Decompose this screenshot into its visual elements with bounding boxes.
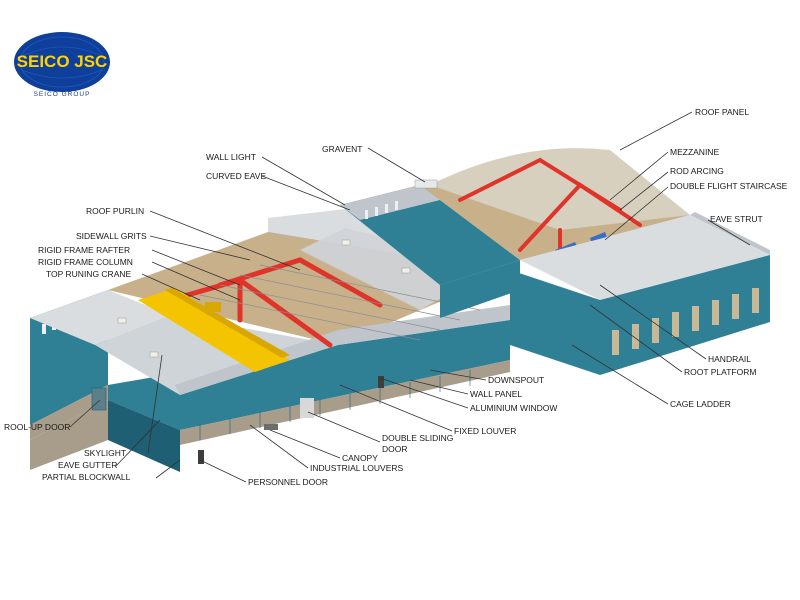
- label-roof-purlin: ROOF PURLIN: [86, 206, 144, 216]
- roof-panel-left: [30, 290, 170, 345]
- label-gravent: GRAVENT: [322, 144, 362, 154]
- label-rigid-frame-column: RIGID FRAME COLUMN: [38, 257, 133, 267]
- label-wall-light: WALL LIGHT: [206, 152, 256, 162]
- label-roof-panel: ROOF PANEL: [695, 107, 749, 117]
- side-wall: [108, 320, 510, 430]
- label-wall-panel: WALL PANEL: [470, 389, 522, 399]
- partial-blockwall: [30, 385, 108, 440]
- label-handrail: HANDRAIL: [708, 354, 751, 364]
- gravent: [414, 179, 438, 189]
- callout-labels: ROOF PANEL GRAVENT WALL LIGHT CURVED EAV…: [4, 107, 788, 487]
- building-illustration: [30, 148, 770, 472]
- double-sliding-door: [300, 398, 314, 418]
- logo-subtitle: SEICO GROUP: [34, 91, 91, 98]
- seico-logo: SEICO JSC SEICO GROUP: [14, 32, 110, 98]
- label-canopy: CANOPY: [342, 453, 378, 463]
- label-partial-blockwall: PARTIAL BLOCKWALL: [42, 472, 131, 482]
- label-root-platform: ROOT PLATFORM: [684, 367, 756, 377]
- label-eave-gutter: EAVE GUTTER: [58, 460, 117, 470]
- label-personnel-door: PERSONNEL DOOR: [248, 477, 328, 487]
- label-double-sliding-door-line2: DOOR: [382, 444, 408, 454]
- logo-text: SEICO JSC: [17, 52, 108, 71]
- personnel-door: [198, 450, 204, 464]
- skylights: [117, 239, 411, 358]
- label-skylight: SKYLIGHT: [84, 448, 126, 458]
- canopy: [264, 424, 278, 430]
- label-double-sliding-door: DOUBLE SLIDING: [382, 433, 453, 443]
- right-wing-wall: [600, 255, 770, 375]
- label-top-runing-crane: TOP RUNING CRANE: [46, 269, 132, 279]
- label-rigid-frame-rafter: RIGID FRAME RAFTER: [38, 245, 130, 255]
- label-downspout: DOWNSPOUT: [488, 375, 544, 385]
- label-sidewall-grits: SIDEWALL GRITS: [76, 231, 147, 241]
- label-rool-up-door: ROOL-UP DOOR: [4, 422, 70, 432]
- root-platform: [520, 215, 770, 300]
- label-fixed-louver: FIXED LOUVER: [454, 426, 516, 436]
- label-curved-eave: CURVED EAVE: [206, 171, 266, 181]
- roll-up-door: [91, 387, 107, 411]
- label-eave-strut: EAVE STRUT: [710, 214, 763, 224]
- wall-panel-ribs: [199, 370, 471, 440]
- logo-badge: [14, 32, 110, 92]
- label-cage-ladder: CAGE LADDER: [670, 399, 731, 409]
- leader-lines: [69, 111, 751, 483]
- label-double-flight-staircase: DOUBLE FLIGHT STAIRCASE: [670, 181, 788, 191]
- label-aluminium-window: ALUMINIUM WINDOW: [470, 403, 557, 413]
- top-running-crane: [138, 288, 290, 372]
- label-rod-arcing: ROD ARCING: [670, 166, 724, 176]
- label-industrial-louvers: INDUSTRIAL LOUVERS: [310, 463, 404, 473]
- roof-panel-right: [430, 148, 690, 230]
- label-mezzanine: MEZZANINE: [670, 147, 719, 157]
